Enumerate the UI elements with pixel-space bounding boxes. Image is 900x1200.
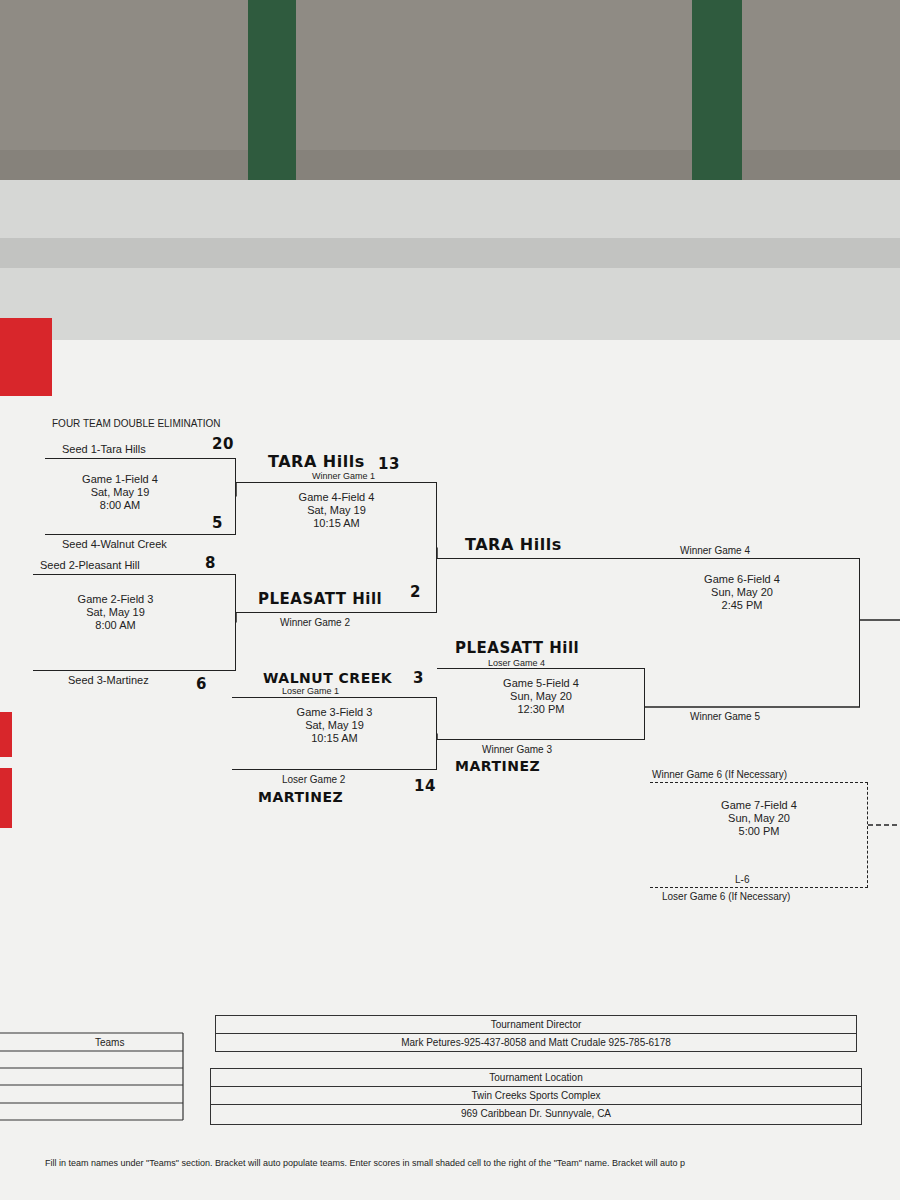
game-text: Game 2-Field 3Sat, May 198:00 AM xyxy=(33,593,198,632)
handwritten-entry: WALNUT CREEK xyxy=(263,670,392,686)
handwritten-entry: MARTINEZ xyxy=(258,789,343,805)
bracket-label: Winner Game 1 xyxy=(312,471,375,481)
game-info: 12:30 PM xyxy=(437,703,645,716)
game-info: Game 2-Field 3 xyxy=(33,593,198,606)
info-box: Tournament DirectorMark Petures-925-437-… xyxy=(215,1015,857,1052)
teams-table xyxy=(0,1033,183,1120)
game-text: Game 4-Field 4Sat, May 1910:15 AM xyxy=(236,491,437,530)
game-text: Game 3-Field 3Sat, May 1910:15 AM xyxy=(232,706,437,745)
table-top xyxy=(0,180,900,345)
table-line xyxy=(0,1102,183,1103)
bracket-game: Game 2-Field 3Sat, May 198:00 AM xyxy=(33,574,236,671)
game-info: Game 1-Field 4 xyxy=(45,473,195,486)
table-line xyxy=(0,1119,183,1120)
game-info: Game 5-Field 4 xyxy=(437,677,645,690)
table-line xyxy=(0,1050,183,1051)
bracket-label: Winner Game 4 xyxy=(680,545,750,557)
handwritten-entry: 13 xyxy=(378,456,400,473)
bracket-label: Seed 2-Pleasant Hill xyxy=(40,559,140,572)
game-info: Game 6-Field 4 xyxy=(657,573,827,586)
game-text: Game 6-Field 4Sun, May 202:45 PM xyxy=(657,573,827,612)
game-text: Game 5-Field 4Sun, May 2012:30 PM xyxy=(437,677,645,716)
handwritten-entry: 3 xyxy=(413,670,424,687)
bracket-connector xyxy=(645,706,860,708)
game-info: Sat, May 19 xyxy=(236,504,437,517)
red-tape xyxy=(0,712,12,757)
table-line xyxy=(0,1032,183,1033)
handwritten-entry: PLEASATT Hill xyxy=(258,591,382,608)
game-info: 10:15 AM xyxy=(236,517,437,530)
box-text: 969 Caribbean Dr. Sunnyvale, CA xyxy=(211,1105,861,1122)
game-info: 10:15 AM xyxy=(232,732,437,745)
bracket-line xyxy=(860,619,900,621)
handwritten-entry: PLEASATT Hill xyxy=(455,640,579,657)
bracket-label: Winner Game 2 xyxy=(280,617,350,629)
game-info: 8:00 AM xyxy=(45,499,195,512)
handwritten-entry: MARTINEZ xyxy=(455,758,540,774)
bracket-game: Game 3-Field 3Sat, May 1910:15 AM xyxy=(232,697,437,770)
bracket-game: Game 1-Field 4Sat, May 198:00 AM xyxy=(45,458,236,535)
bracket-label: Loser Game 6 (If Necessary) xyxy=(662,891,790,903)
game-info: 8:00 AM xyxy=(33,619,198,632)
bracket-label: Loser Game 2 xyxy=(282,774,345,786)
bracket-label: L-6 xyxy=(735,874,749,886)
game-text: Game 7-Field 4Sun, May 205:00 PM xyxy=(650,799,868,838)
bracket-game: Game 7-Field 4Sun, May 205:00 PM xyxy=(650,782,868,888)
paper xyxy=(0,340,900,1200)
bracket-game: Game 5-Field 4Sun, May 2012:30 PM xyxy=(437,668,645,740)
red-tape xyxy=(0,318,52,396)
bracket-label: Winner Game 5 xyxy=(690,711,760,723)
bracket-label: Winner Game 6 (If Necessary) xyxy=(652,769,787,781)
bracket-label: Loser Game 4 xyxy=(488,658,545,668)
red-tape xyxy=(0,768,12,828)
bracket-label: Seed 3-Martinez xyxy=(68,674,149,687)
game-info: Sat, May 19 xyxy=(45,486,195,499)
game-info: Game 3-Field 3 xyxy=(232,706,437,719)
table-shadow xyxy=(0,238,900,268)
bracket-game: Game 6-Field 4Sun, May 202:45 PM xyxy=(437,558,860,707)
handwritten-entry: TARA Hills xyxy=(268,453,365,471)
game-info: Game 4-Field 4 xyxy=(236,491,437,504)
bracket-label: Loser Game 1 xyxy=(282,686,339,696)
box-heading: Tournament Director xyxy=(216,1016,856,1034)
bench-post xyxy=(248,0,296,182)
handwritten-entry: 2 xyxy=(410,584,421,601)
game-info: Sat, May 19 xyxy=(232,719,437,732)
bracket-label: Teams xyxy=(95,1037,124,1049)
game-info: Game 7-Field 4 xyxy=(650,799,868,812)
bracket-label: FOUR TEAM DOUBLE ELIMINATION xyxy=(52,418,221,430)
handwritten-entry: 6 xyxy=(196,676,207,693)
concrete xyxy=(0,0,900,190)
game-info: 5:00 PM xyxy=(650,825,868,838)
table-line xyxy=(0,1067,183,1068)
handwritten-entry: 8 xyxy=(205,555,216,572)
game-info: 2:45 PM xyxy=(657,599,827,612)
game-info: Sun, May 20 xyxy=(437,690,645,703)
handwritten-entry: 14 xyxy=(414,778,436,795)
bracket-label: Fill in team names under "Teams" section… xyxy=(45,1158,685,1168)
game-info: Sat, May 19 xyxy=(33,606,198,619)
table-line xyxy=(182,1033,183,1120)
box-text: Twin Creeks Sports Complex xyxy=(211,1087,861,1105)
bench-post xyxy=(692,0,742,182)
box-heading: Tournament Location xyxy=(211,1069,861,1087)
bracket-label: Winner Game 3 xyxy=(482,744,552,756)
box-text: Mark Petures-925-437-8058 and Matt Cruda… xyxy=(216,1034,856,1051)
handwritten-entry: TARA Hills xyxy=(465,536,562,554)
game-info: Sun, May 20 xyxy=(650,812,868,825)
handwritten-entry: 20 xyxy=(212,436,234,453)
bracket-label: Seed 1-Tara Hills xyxy=(62,443,146,456)
game-info: Sun, May 20 xyxy=(657,586,827,599)
info-box: Tournament LocationTwin Creeks Sports Co… xyxy=(210,1068,862,1125)
game-text: Game 1-Field 4Sat, May 198:00 AM xyxy=(45,473,195,512)
bracket-label: Seed 4-Walnut Creek xyxy=(62,538,167,551)
bracket-line xyxy=(868,824,900,826)
table-line xyxy=(0,1084,183,1085)
handwritten-entry: 5 xyxy=(212,515,223,532)
